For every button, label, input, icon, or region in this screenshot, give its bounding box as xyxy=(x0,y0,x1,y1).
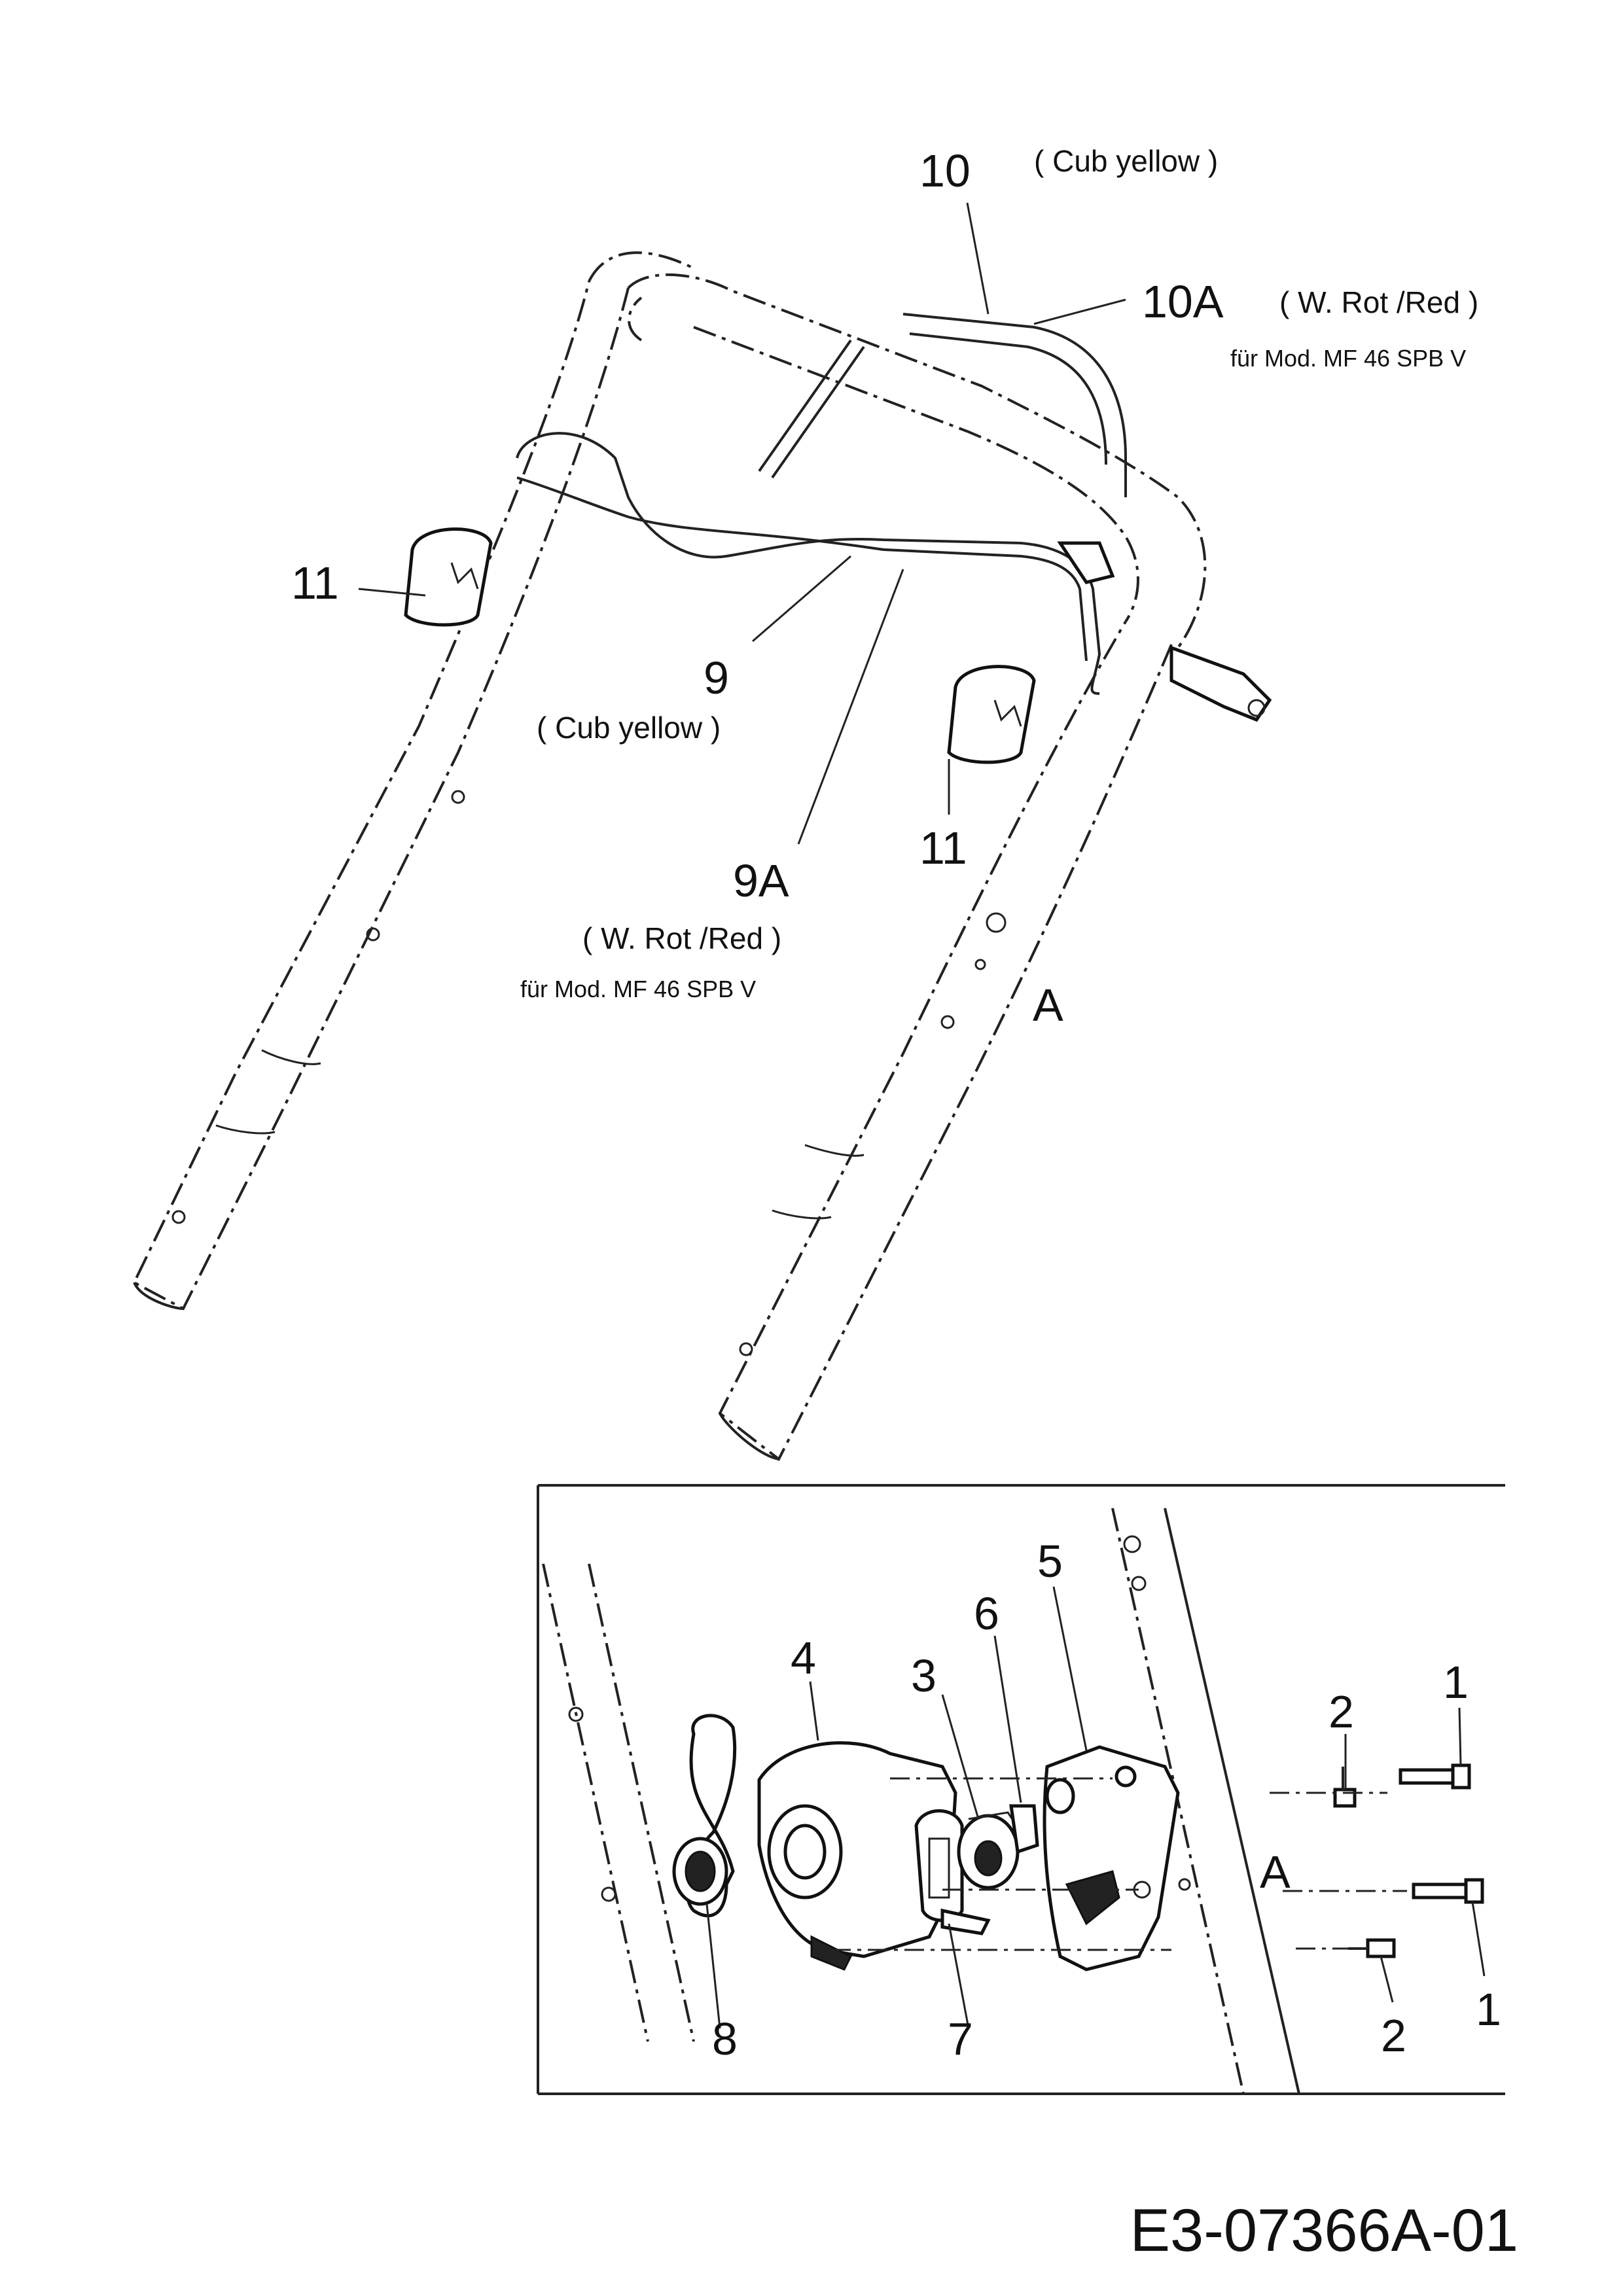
callout-6: 6 xyxy=(974,1588,999,1639)
part-4-housing xyxy=(757,1741,957,1971)
callout-7: 7 xyxy=(948,2013,973,2064)
note-10-color: ( Cub yellow ) xyxy=(1034,144,1218,178)
assembly-label-a: A xyxy=(1033,980,1063,1031)
callout-10: 10 xyxy=(919,145,971,196)
callout-2-bottom: 2 xyxy=(1381,2010,1406,2061)
callout-1-bottom: 1 xyxy=(1476,1984,1501,2035)
callout-9a: 9A xyxy=(733,855,789,906)
callout-10a: 10A xyxy=(1142,276,1224,327)
control-bail-9 xyxy=(516,339,1272,722)
handle-frame xyxy=(132,251,1207,1462)
note-10a-color: ( W. Rot /Red ) xyxy=(1279,285,1478,319)
note-9-color: ( Cub yellow ) xyxy=(537,711,721,745)
part-2-screw-bottom xyxy=(1348,1938,1396,1958)
detail-inset-a: 5 6 4 3 1 2 A 8 7 1 2 xyxy=(537,1484,1505,2095)
part-8-lever xyxy=(672,1714,737,1918)
cable-clip-11-left xyxy=(404,527,493,627)
note-9a-model: für Mod. MF 46 SPB V xyxy=(520,976,756,1002)
callout-9: 9 xyxy=(704,652,729,703)
leader-lines-upper xyxy=(358,202,1126,845)
callout-11-right: 11 xyxy=(919,822,967,874)
callout-4: 4 xyxy=(791,1633,816,1684)
callout-1-top: 1 xyxy=(1443,1657,1469,1708)
callout-8: 8 xyxy=(712,2013,738,2064)
callout-5: 5 xyxy=(1037,1536,1063,1587)
part-1-bolt-top xyxy=(1399,1763,1471,1790)
callout-2-top: 2 xyxy=(1329,1686,1354,1737)
cable-clip-11-right xyxy=(947,665,1036,764)
part-5-plate xyxy=(1043,1745,1180,1971)
note-10a-model: für Mod. MF 46 SPB V xyxy=(1230,345,1466,372)
handle-cover-10 xyxy=(902,313,1127,497)
part-1-bolt-bottom xyxy=(1412,1878,1484,1904)
note-9a-color: ( W. Rot /Red ) xyxy=(582,921,781,955)
document-code: E3-07366A-01 xyxy=(1130,2197,1518,2264)
callout-3: 3 xyxy=(911,1650,936,1701)
callout-11-left: 11 xyxy=(291,557,339,609)
upper-labels: 10 ( Cub yellow ) 10A ( W. Rot /Red ) fü… xyxy=(291,144,1478,1031)
part-3-gear xyxy=(957,1811,1022,1890)
inset-assembly-label-a: A xyxy=(1260,1846,1291,1898)
part-6-spring xyxy=(1009,1804,1039,1854)
